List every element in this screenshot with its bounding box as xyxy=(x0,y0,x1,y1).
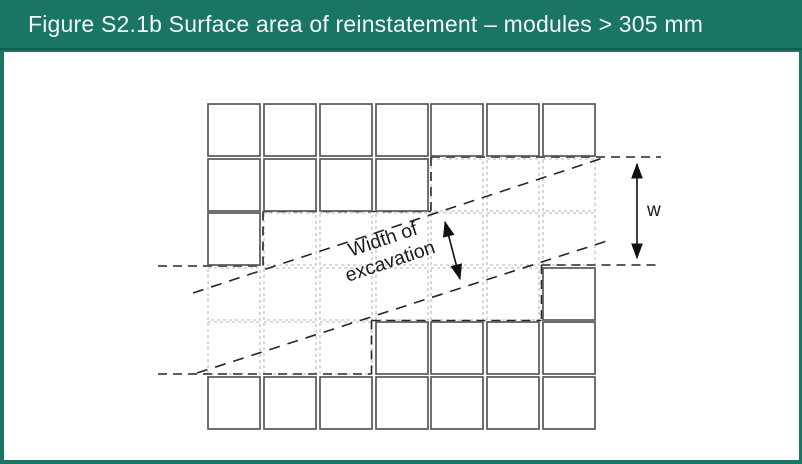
module-reinstated xyxy=(263,212,317,266)
module-reinstated xyxy=(319,321,373,375)
module-intact xyxy=(207,212,261,266)
module-reinstated xyxy=(319,267,373,321)
module-intact xyxy=(319,103,373,157)
module-intact xyxy=(319,376,373,430)
excavation-width-arrow xyxy=(443,220,462,281)
module-reinstated xyxy=(319,212,373,266)
excavation-label: Width of excavation xyxy=(342,218,437,287)
module-reinstated xyxy=(430,212,484,266)
module-intact xyxy=(263,376,317,430)
module-reinstated xyxy=(486,158,540,212)
module-intact xyxy=(430,321,484,375)
module-intact xyxy=(430,103,484,157)
module-reinstated xyxy=(430,158,484,212)
module-reinstated xyxy=(486,212,540,266)
reinstated-modules-group xyxy=(207,158,596,375)
module-reinstated xyxy=(263,321,317,375)
module-intact xyxy=(263,158,317,212)
module-intact xyxy=(207,103,261,157)
excavation-edge-lower xyxy=(196,240,608,374)
module-intact xyxy=(486,376,540,430)
module-intact xyxy=(542,103,596,157)
module-reinstated xyxy=(207,267,261,321)
w-label: w xyxy=(646,200,661,221)
module-intact xyxy=(375,321,429,375)
module-reinstated xyxy=(542,212,596,266)
module-intact xyxy=(486,321,540,375)
module-intact xyxy=(542,376,596,430)
module-reinstated xyxy=(375,267,429,321)
module-intact xyxy=(430,376,484,430)
excavation-edge-upper xyxy=(192,156,607,294)
module-reinstated xyxy=(263,267,317,321)
module-reinstated xyxy=(486,267,540,321)
module-intact xyxy=(375,103,429,157)
figure-title: Figure S2.1b Surface area of reinstateme… xyxy=(28,10,704,37)
module-intact xyxy=(319,158,373,212)
module-intact xyxy=(375,376,429,430)
module-reinstated xyxy=(430,267,484,321)
module-intact xyxy=(486,103,540,157)
module-reinstated xyxy=(207,321,261,375)
module-reinstated xyxy=(375,212,429,266)
module-reinstated xyxy=(542,158,596,212)
module-intact xyxy=(207,158,261,212)
module-intact xyxy=(375,158,429,212)
module-intact xyxy=(207,376,261,430)
figure-title-bar: Figure S2.1b Surface area of reinstateme… xyxy=(0,0,802,50)
intact-modules-group xyxy=(207,103,596,430)
module-intact xyxy=(263,103,317,157)
module-intact xyxy=(542,321,596,375)
module-intact xyxy=(542,267,596,321)
